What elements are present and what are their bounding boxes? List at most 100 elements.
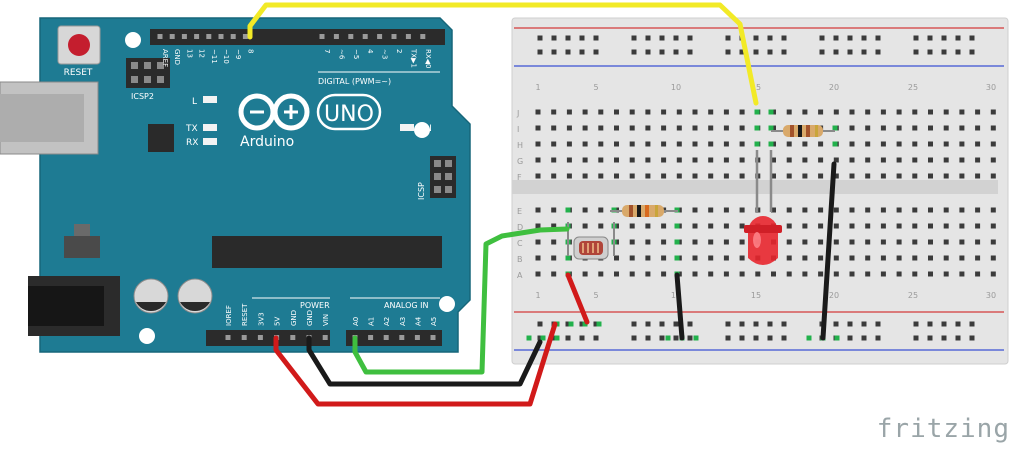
breadboard-hole (849, 239, 855, 245)
breadboard-hole (535, 141, 541, 147)
header-pin (434, 160, 441, 167)
breadboard-hole (614, 271, 619, 277)
column-number: 10 (671, 291, 681, 300)
breadboard-hole (739, 239, 745, 245)
breadboard-hole (566, 173, 572, 179)
breadboard-hole (990, 255, 996, 261)
breadboard-hole (723, 223, 729, 229)
breadboard-hole (990, 109, 996, 115)
header-pin (445, 160, 452, 167)
rail-hole (579, 35, 585, 41)
connected-hole (832, 141, 838, 147)
power-pin-label: 5V (274, 317, 282, 326)
atmega-chip (212, 236, 442, 268)
breadboard-hole (598, 157, 604, 163)
breadboard-hole (786, 223, 792, 229)
rail-hole (861, 321, 867, 327)
rail-hole (969, 49, 975, 55)
rail-hole (833, 35, 839, 41)
rail-hole (537, 321, 543, 327)
breadboard-hole (912, 207, 918, 213)
breadboard-hole (975, 141, 981, 147)
rail-hole (861, 49, 867, 55)
rail-hole (593, 321, 599, 327)
connected-hole (768, 109, 774, 115)
header-pin (445, 173, 452, 180)
rail-hole (645, 49, 651, 55)
rail-hole (537, 335, 543, 341)
breadboard-hole (912, 223, 918, 229)
resistor-band (815, 125, 818, 137)
breadboard-hole (990, 141, 996, 147)
breadboard-hole (959, 141, 965, 147)
breadboard-hole (802, 141, 808, 147)
power-pin-label: IOREF (225, 305, 233, 326)
rail-hole (725, 35, 731, 41)
breadboard-hole (661, 173, 667, 179)
breadboard-hole (645, 255, 651, 261)
column-number: 10 (671, 83, 681, 92)
breadboard-hole (802, 255, 808, 261)
connected-hole (568, 321, 574, 327)
digital-header (150, 29, 445, 45)
tx-label: TX (185, 124, 198, 134)
column-number: 30 (986, 83, 996, 92)
breadboard-hole (708, 109, 714, 115)
digital-pin-label: ~3 (381, 49, 389, 59)
breadboard-hole (723, 173, 729, 179)
breadboard-hole (535, 207, 541, 213)
digital-pin (194, 34, 200, 39)
breadboard-hole (975, 157, 981, 163)
breadboard-hole (818, 157, 824, 163)
power-pin-label: GND (306, 310, 314, 326)
breadboard-hole (865, 141, 871, 147)
breadboard-hole (865, 207, 871, 213)
digital-pin (405, 34, 411, 39)
rail-hole (725, 321, 731, 327)
header-pin (131, 76, 138, 83)
breadboard-hole (802, 173, 808, 179)
rail-hole (725, 49, 731, 55)
rail-hole (687, 35, 693, 41)
breadboard-hole (943, 157, 949, 163)
on-led (400, 124, 414, 131)
digital-pin (391, 34, 397, 39)
breadboard-hole (849, 157, 855, 163)
breadboard-hole (833, 255, 839, 261)
analog-pin-label: A3 (399, 317, 407, 326)
rail-hole (753, 335, 759, 341)
digital-pin (206, 34, 212, 39)
digital-pin-label: 8 (246, 49, 254, 53)
breadboard-hole (912, 271, 918, 277)
breadboard-hole (959, 157, 965, 163)
rail-hole (913, 49, 919, 55)
resistor-band (806, 125, 810, 137)
breadboard-hole (535, 223, 541, 229)
rail-hole (781, 321, 787, 327)
wire-red-5v (273, 321, 558, 407)
breadboard-hole (582, 141, 588, 147)
breadboard-hole (708, 255, 714, 261)
breadboard-hole (739, 157, 745, 163)
digital-pin (157, 34, 163, 39)
breadboard-hole (614, 173, 619, 179)
breadboard-hole (692, 173, 698, 179)
fritzing-watermark: fritzing (876, 414, 1010, 444)
breadboard-hole (943, 141, 949, 147)
usb-chip (148, 124, 174, 152)
breadboard-hole (614, 157, 619, 163)
breadboard-hole (551, 239, 557, 245)
rail-hole (579, 49, 585, 55)
rail-hole (847, 335, 853, 341)
breadboard-hole (880, 239, 886, 245)
breadboard-hole (692, 109, 698, 115)
breadboard-hole (723, 109, 729, 115)
reset-button-cap[interactable] (68, 34, 90, 56)
breadboard-hole (739, 223, 745, 229)
rail-hole (725, 335, 731, 341)
rail-hole (673, 49, 679, 55)
digital-label: DIGITAL (PWM=~) (318, 77, 391, 86)
rail-hole (593, 49, 599, 55)
breadboard-hole (896, 271, 902, 277)
